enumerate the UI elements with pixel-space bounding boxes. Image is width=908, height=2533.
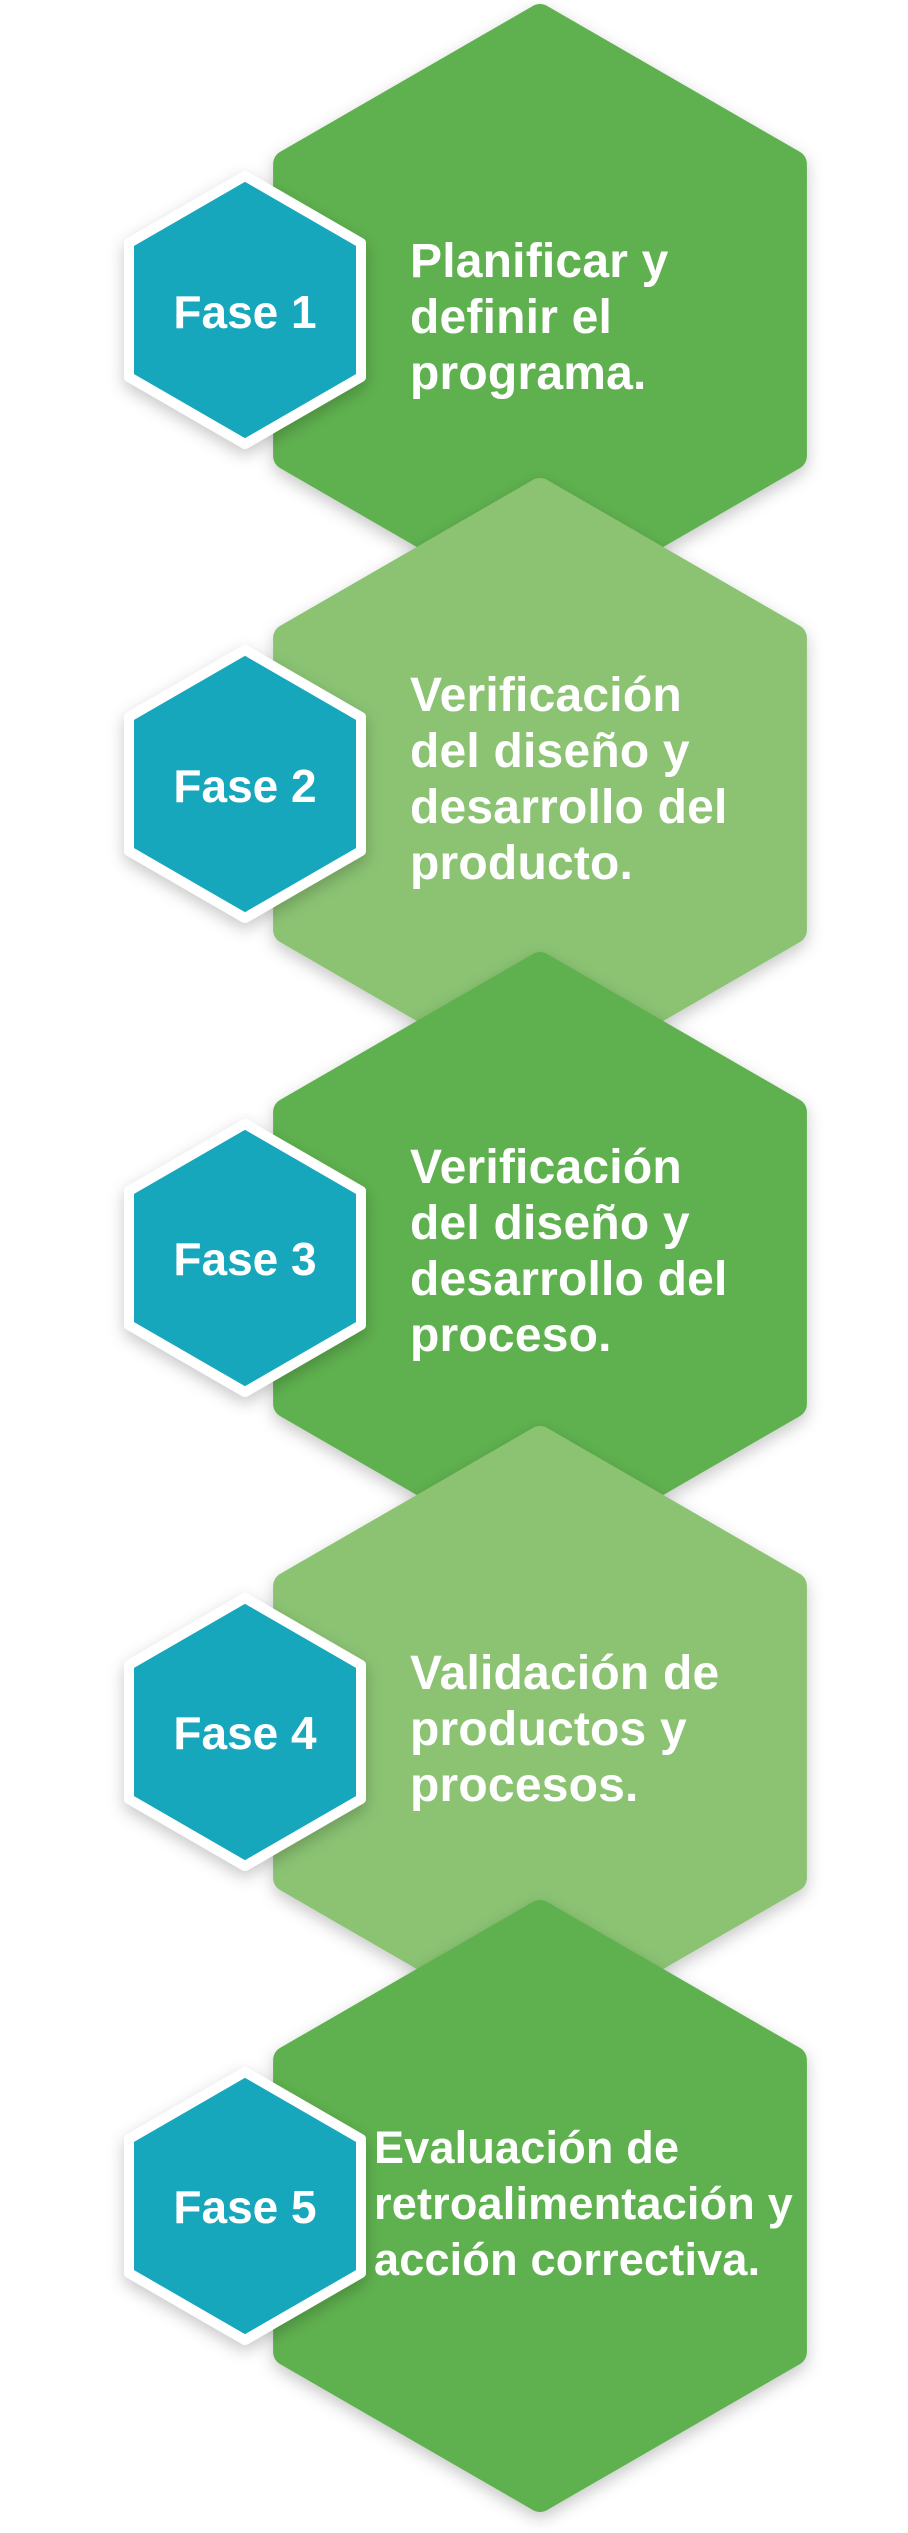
phase-4-label: Fase 4 [173, 1707, 317, 1759]
phase-1-label: Fase 1 [173, 286, 317, 338]
phase-3-badge [124, 1119, 366, 1397]
phase-5-label: Fase 5 [173, 2181, 317, 2233]
phase-2-description: Verificación del diseño y desarrollo del… [410, 669, 728, 890]
phase-4-description: Validación de productos y procesos. [410, 1647, 720, 1812]
phase-2-label: Fase 2 [173, 760, 317, 812]
phase-5-description: Evaluación de retroalimentación y acción… [374, 2122, 793, 2285]
phase-3-label: Fase 3 [173, 1233, 317, 1285]
phase-4-badge [124, 1593, 366, 1871]
phase-1-description: Planificar y definir el programa. [410, 235, 669, 400]
phase-3-description: Verificación del diseño y desarrollo del… [410, 1141, 728, 1362]
phase-5-hexagon [273, 1900, 807, 2512]
phase-2-badge [124, 645, 366, 923]
phase-1-badge [124, 171, 366, 449]
phase-5-badge [124, 2067, 366, 2345]
